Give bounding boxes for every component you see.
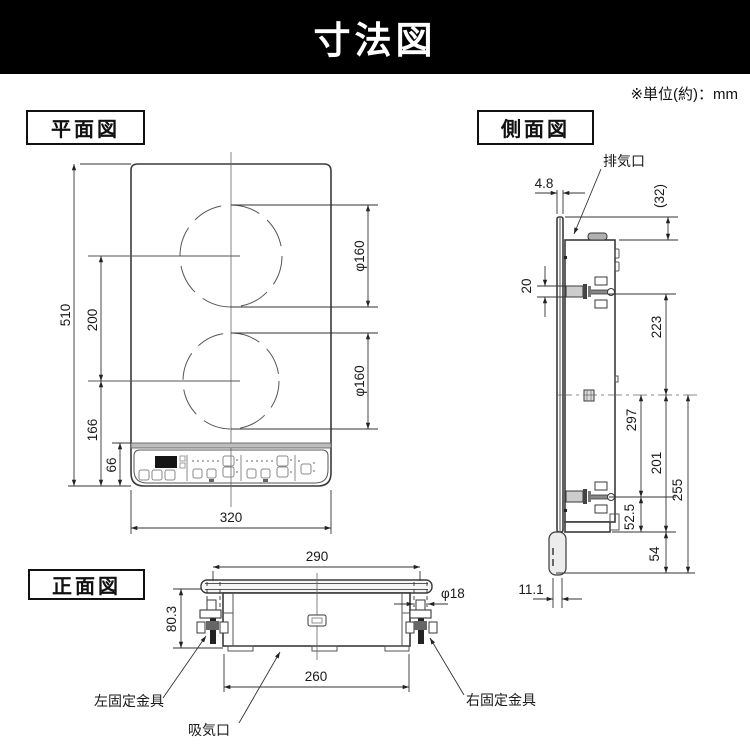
side-dim-clamp-to-bottom: 52.5 <box>622 496 644 532</box>
side-exhaust-callout: 排気口 <box>573 153 645 235</box>
svg-text:223: 223 <box>649 316 664 339</box>
front-left-bracket-callout: 左固定金具 <box>94 635 207 709</box>
front-foot-left <box>227 645 254 652</box>
svg-text:排気口: 排気口 <box>603 153 645 169</box>
front-right-bracket-callout: 右固定金具 <box>429 637 536 708</box>
plan-dim-width: 320 <box>130 490 332 534</box>
front-right-bracket <box>405 582 438 644</box>
plan-burner1-circle <box>179 204 283 308</box>
side-center-knob <box>583 389 595 402</box>
side-dim-clamp-thickness: 20 <box>519 266 566 317</box>
side-dim-rear-span: 223 <box>649 293 669 396</box>
front-plate <box>200 579 433 594</box>
svg-text:201: 201 <box>649 452 664 475</box>
svg-text:吸気口: 吸気口 <box>188 722 230 738</box>
unit-note: ※単位(約)：mm <box>630 86 738 103</box>
front-dim-body-width: 260 <box>223 654 410 692</box>
plan-view-label: 平面図 <box>51 119 120 141</box>
svg-text:54: 54 <box>647 546 662 562</box>
front-view-label: 正面図 <box>52 576 121 598</box>
front-view-label-box: 正面図 <box>28 569 145 600</box>
plan-control-panel <box>133 449 329 484</box>
side-front-lip <box>548 531 567 576</box>
page-title: 寸法図 <box>313 20 437 61</box>
svg-text:左固定金具: 左固定金具 <box>94 693 164 709</box>
side-dim-bottom-margin: 54 <box>647 532 669 573</box>
plan-dim-panel-depth: 66 <box>104 442 131 487</box>
front-foot-center <box>311 645 338 652</box>
side-dim-body-span: 297 <box>624 394 644 498</box>
front-left-bracket <box>196 582 229 644</box>
svg-text:20: 20 <box>519 278 534 293</box>
side-dim-half-depth: 255 <box>670 394 691 573</box>
side-dim-front-span: 201 <box>649 394 669 532</box>
svg-text:4.8: 4.8 <box>535 176 554 191</box>
side-lip-mark-2 <box>552 559 554 566</box>
title-bar: 寸法図 <box>0 0 750 74</box>
svg-text:510: 510 <box>58 304 73 327</box>
svg-text:297: 297 <box>624 409 639 432</box>
plan-view: 510 200 166 66 320 <box>58 152 378 534</box>
side-view-label: 側面図 <box>501 119 570 141</box>
svg-text:80.3: 80.3 <box>164 606 179 632</box>
svg-text:66: 66 <box>104 457 119 472</box>
svg-text:290: 290 <box>306 549 329 564</box>
svg-text:φ160: φ160 <box>352 240 367 271</box>
side-mid-tab <box>614 375 619 383</box>
side-latch-2 <box>614 261 620 272</box>
svg-text:φ18: φ18 <box>441 586 465 601</box>
svg-text:52.5: 52.5 <box>622 504 637 530</box>
side-bottom-pan <box>564 521 611 533</box>
side-exhaust-bump <box>587 232 608 241</box>
plan-panel-display <box>155 455 186 469</box>
plan-panel-hinge-band <box>130 442 332 449</box>
front-view: 290 80.3 φ18 260 <box>94 549 536 738</box>
svg-text:200: 200 <box>85 309 100 332</box>
svg-text:φ160: φ160 <box>352 365 367 396</box>
svg-text:320: 320 <box>220 510 243 525</box>
plan-dim-burner-pitch: 200 <box>85 255 104 382</box>
plan-dim-burner2-dia: φ160 <box>231 332 378 430</box>
svg-text:(32): (32) <box>652 184 667 208</box>
side-dim-plate-thickness: 4.8 <box>535 176 585 214</box>
plan-panel-buttons <box>138 455 312 481</box>
front-dim-screw-dia: φ18 <box>394 586 465 607</box>
svg-text:11.1: 11.1 <box>518 582 543 597</box>
side-lip-mark-1 <box>552 548 554 555</box>
side-screw-dot-1 <box>564 256 567 259</box>
side-latch-1 <box>614 248 620 259</box>
side-corner-bracket <box>609 513 620 531</box>
front-intake-callout: 吸気口 <box>188 651 281 738</box>
side-view-label-box: 側面図 <box>477 110 594 145</box>
front-dim-cutout-width: 290 <box>212 549 421 581</box>
side-dim-front-lip: 11.1 <box>518 578 582 608</box>
svg-text:260: 260 <box>305 669 328 684</box>
svg-text:166: 166 <box>85 419 100 442</box>
front-terminal <box>307 614 327 627</box>
plan-panel-dots <box>192 459 315 482</box>
plan-dim-burner1-dia: φ160 <box>231 204 378 308</box>
front-foot-right <box>384 645 410 652</box>
svg-text:右固定金具: 右固定金具 <box>466 692 536 708</box>
side-dim-rear-overhang: (32) <box>565 184 678 241</box>
plan-burner2-circle <box>182 332 280 430</box>
side-rear-clamp <box>565 276 615 309</box>
side-screw-dot-2 <box>564 509 567 512</box>
plan-view-label-box: 平面図 <box>26 110 145 145</box>
svg-text:255: 255 <box>670 479 685 502</box>
side-view: 排気口 4.8 (32) <box>518 153 697 608</box>
plan-dim-front-depth: 166 <box>85 380 104 487</box>
